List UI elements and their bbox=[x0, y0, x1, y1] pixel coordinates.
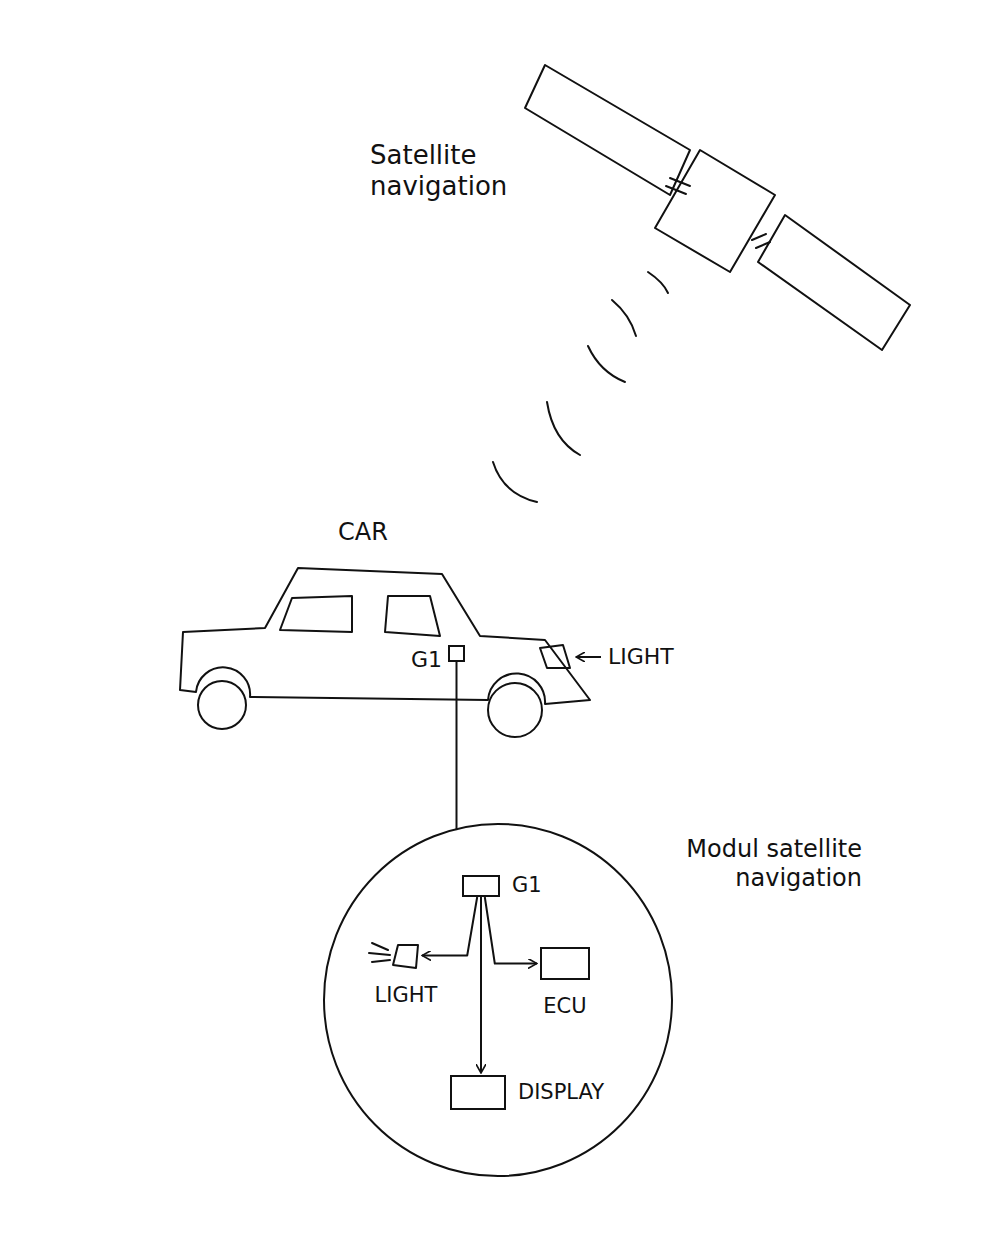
lamp-symbol-drawing bbox=[393, 942, 419, 969]
satellite-shape-drawing bbox=[520, 60, 915, 360]
node-label: Modul satellite navigation bbox=[602, 835, 862, 893]
satellite-shape: Satellite navigation bbox=[520, 60, 915, 360]
signal-arc bbox=[648, 272, 668, 293]
satellite-shape-stroke bbox=[758, 215, 910, 350]
node-label: LIGHT bbox=[375, 983, 438, 1008]
satellite-shape-stroke bbox=[655, 150, 775, 272]
node-label: Satellite navigation bbox=[370, 140, 540, 202]
connector bbox=[456, 662, 458, 830]
car-outline: CARG1LIGHT bbox=[175, 560, 595, 740]
lamp-symbol: LIGHT bbox=[393, 942, 419, 969]
signal-arc bbox=[493, 462, 537, 502]
node-label: ECU bbox=[543, 994, 586, 1019]
satellite-shape-stroke bbox=[666, 178, 690, 194]
car-outline-stroke bbox=[280, 596, 352, 632]
connector bbox=[480, 897, 482, 1073]
node-label: CAR bbox=[338, 518, 388, 547]
lamp-symbol-stroke bbox=[393, 945, 418, 968]
node-label: LIGHT bbox=[608, 644, 674, 670]
car-outline-stroke bbox=[180, 568, 590, 704]
signal-waves bbox=[493, 272, 668, 502]
connector bbox=[485, 897, 537, 964]
node-label: DISPLAY bbox=[518, 1080, 604, 1105]
node-label: G1 bbox=[512, 873, 542, 898]
module-circle-stroke bbox=[324, 824, 672, 1176]
signal-arc bbox=[588, 346, 625, 382]
signal-arc bbox=[612, 300, 636, 336]
lamp-symbol-stroke bbox=[369, 943, 390, 962]
headlight-stroke bbox=[540, 645, 570, 668]
module-box: G1 bbox=[462, 875, 500, 897]
headlight-drawing bbox=[540, 645, 572, 669]
connector bbox=[422, 897, 477, 956]
car-outline-drawing bbox=[175, 560, 595, 740]
car-outline-stroke bbox=[198, 681, 246, 729]
satellite-shape-stroke bbox=[525, 65, 690, 195]
headlight: LIGHT bbox=[540, 645, 572, 669]
node-label: G1 bbox=[411, 647, 442, 673]
signal-arc bbox=[547, 402, 580, 455]
module-box: G1 bbox=[448, 645, 465, 662]
ecu-box: ECU bbox=[540, 947, 590, 980]
display-box: DISPLAY bbox=[450, 1075, 506, 1110]
car-outline-stroke bbox=[385, 596, 440, 636]
car-outline-stroke bbox=[488, 683, 542, 737]
leader-arrow bbox=[576, 656, 601, 658]
satellite-shape-stroke bbox=[752, 234, 770, 248]
module-circle: Modul satellite navigationG1LIGHTECUDISP… bbox=[322, 823, 674, 1178]
